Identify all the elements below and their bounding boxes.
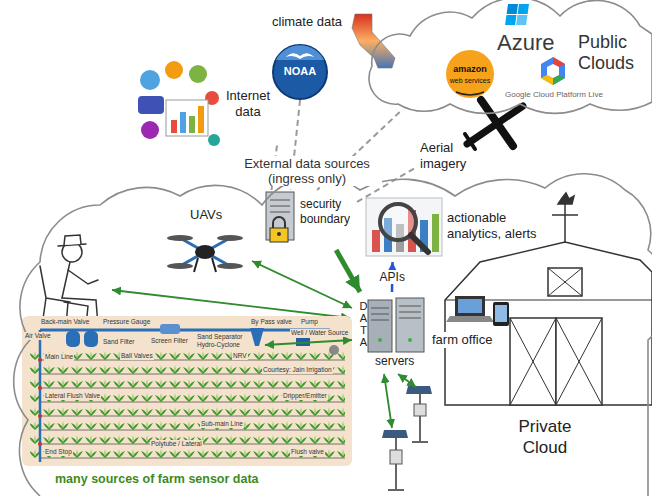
part-label: Lateral Flush Valve	[44, 392, 101, 400]
part-label: Main Line	[44, 353, 74, 361]
analytics-label: actionable analytics, alerts	[447, 210, 552, 242]
uav-group: UAVs	[160, 205, 252, 285]
security-boundary-server: security boundary	[262, 190, 357, 250]
farmer-link	[112, 290, 350, 318]
aws-logo	[446, 50, 494, 98]
credit-note: Courtesy: Jain Irrigation	[262, 366, 333, 374]
aerial-imagery-source: Aerial imagery	[414, 104, 525, 180]
irrigation-field: many sources of farm sensor data	[22, 345, 300, 492]
farmer-figure	[40, 235, 98, 326]
cloud-outline-path	[369, 0, 652, 113]
part-label: Sand Separator Hydro-Cyclone	[196, 333, 248, 348]
cloud-outline-path	[14, 174, 652, 496]
logo-text: NOAA	[280, 65, 320, 78]
part-label: By Pass valve	[250, 318, 293, 326]
sensor-link	[398, 374, 416, 387]
part-label: Polytube / Lateral	[150, 440, 203, 448]
analytics-magnifier-chart	[366, 198, 442, 256]
callout-text: External data sources (ingress only)	[232, 156, 382, 186]
farm-office-devices	[446, 296, 509, 326]
cloud-label: Public Clouds	[578, 32, 650, 74]
barn	[445, 242, 652, 405]
connector	[336, 250, 360, 292]
office-label: farm office	[430, 332, 494, 348]
internet-data-source: Internet data	[135, 60, 277, 150]
google-cloud-logo	[541, 57, 565, 85]
drip-irrigation-illustration	[22, 316, 352, 466]
field-sensors	[382, 386, 432, 490]
part-label: Sand Filter	[102, 338, 135, 346]
source-label: climate data	[272, 14, 342, 30]
farm-office: farm office	[428, 292, 525, 351]
edge-label: APIs	[378, 270, 407, 284]
california-climate-map	[352, 14, 395, 68]
part-label: Pump	[300, 318, 319, 326]
logo-text: web services	[446, 76, 494, 85]
source-label: Internet data	[222, 88, 274, 120]
source-label: Aerial imagery	[420, 140, 480, 172]
cloud-label: Private Cloud	[500, 416, 590, 458]
uav-drone	[167, 235, 243, 272]
part-label: End Stop	[44, 448, 73, 456]
logo-text: Google Cloud Platform Live	[505, 90, 603, 100]
server-towers	[368, 298, 424, 352]
part-label: Dripper/Emitter	[282, 392, 328, 400]
connector	[265, 340, 352, 345]
logo-text: amazon	[446, 64, 494, 75]
analytics-panel: actionable analytics, alerts	[362, 188, 555, 262]
sensor-link	[384, 374, 392, 428]
climate-data-source: climate data	[255, 8, 398, 100]
public-cloud: Public Clouds	[355, 0, 652, 112]
part-label: Well / Water Source	[290, 329, 349, 337]
part-label: Sub-main Line	[200, 420, 244, 428]
weathervane	[552, 193, 578, 242]
boundary-label: security boundary	[300, 197, 354, 227]
part-label: Flush valve	[290, 448, 325, 456]
part-label: Ball Valves	[120, 352, 154, 360]
security-server-icon	[266, 192, 294, 242]
server-label: servers	[375, 354, 414, 369]
sensor-data-caption: many sources of farm sensor data	[55, 471, 259, 487]
azure-logo	[505, 4, 529, 25]
noaa-logo	[273, 45, 327, 99]
part-label: Screen Filter	[150, 337, 189, 345]
part-label: Pressure Gauge	[102, 318, 151, 326]
part-label: NRV	[232, 352, 248, 360]
uav-label: UAVs	[190, 207, 222, 223]
part-label: Air Valve	[24, 332, 52, 340]
part-label: Back-main Valve	[40, 318, 90, 326]
connector	[252, 261, 352, 308]
internet-data-icons	[138, 61, 220, 146]
vertical-label: DATA	[358, 300, 369, 348]
data-servers: DATA servers	[352, 292, 432, 372]
logo-text: Azure	[497, 30, 554, 55]
